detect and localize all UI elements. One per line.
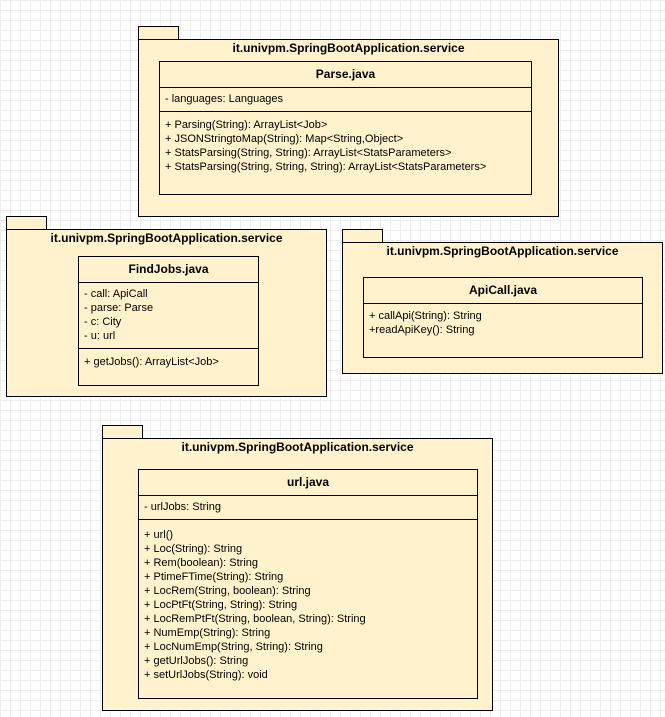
attribute: - u: url: [84, 330, 116, 342]
class-apicall[interactable]: ApiCall.java + callApi(String): String +…: [363, 277, 643, 358]
class-name: FindJobs.java: [79, 257, 258, 283]
operation: + LocPtFt(String, String): String: [144, 599, 298, 611]
class-parse[interactable]: Parse.java - languages: Languages + Pars…: [159, 61, 532, 195]
operation: + callApi(String): String: [369, 310, 482, 322]
operation: + NumEmp(String): String: [144, 627, 271, 639]
package-tab: [342, 229, 383, 242]
operation: + JSONStringtoMap(String): Map<String,Ob…: [165, 133, 404, 145]
class-name: Parse.java: [160, 62, 531, 88]
attribute: - languages: Languages: [165, 93, 284, 105]
operation: + StatsParsing(String, String, String): …: [165, 161, 487, 173]
attribute: - call: ApiCall: [84, 288, 148, 300]
package-title: it.univpm.SpringBootApplication.service: [386, 244, 619, 258]
package-parse[interactable]: it.univpm.SpringBootApplication.service …: [138, 26, 559, 217]
class-operations: + getJobs(): ArrayList<Job>: [79, 349, 258, 373]
operation: + Parsing(String): ArrayList<Job>: [165, 119, 328, 131]
package-tab: [6, 216, 47, 229]
operation: + LocRemPtFt(String, boolean, String): S…: [144, 613, 366, 625]
class-url[interactable]: url.java - urlJobs: String + url() + Loc…: [138, 469, 478, 699]
package-tab: [138, 26, 179, 39]
class-operations: + url() + Loc(String): String + Rem(bool…: [139, 520, 477, 686]
operation: + getJobs(): ArrayList<Job>: [84, 356, 219, 368]
package-url[interactable]: it.univpm.SpringBootApplication.service …: [102, 425, 493, 711]
class-operations: + Parsing(String): ArrayList<Job> + JSON…: [160, 112, 531, 178]
package-findjobs[interactable]: it.univpm.SpringBootApplication.service …: [6, 216, 327, 397]
operation: + Rem(boolean): String: [144, 557, 259, 569]
class-findjobs[interactable]: FindJobs.java - call: ApiCall - parse: P…: [78, 256, 259, 386]
operation: + url(): [144, 529, 174, 541]
package-title: it.univpm.SpringBootApplication.service: [232, 41, 465, 55]
class-attributes: - languages: Languages: [160, 88, 531, 112]
operation: +readApiKey(): String: [369, 324, 475, 336]
class-attributes: - urlJobs: String: [139, 496, 477, 520]
package-title: it.univpm.SpringBootApplication.service: [50, 231, 283, 245]
package-title: it.univpm.SpringBootApplication.service: [181, 440, 414, 454]
class-operations: + callApi(String): String +readApiKey():…: [364, 304, 642, 341]
class-name: url.java: [139, 470, 477, 496]
operation: + getUrlJobs(): String: [144, 655, 249, 667]
operation: + LocRem(String, boolean): String: [144, 585, 311, 597]
attribute: - urlJobs: String: [144, 501, 222, 513]
class-name: ApiCall.java: [364, 278, 642, 304]
class-attributes: - call: ApiCall - parse: Parse - c: City…: [79, 283, 258, 349]
operation: + StatsParsing(String, String): ArrayLis…: [165, 147, 452, 159]
operation: + setUrlJobs(String): void: [144, 669, 268, 681]
attribute: - parse: Parse: [84, 302, 154, 314]
attribute: - c: City: [84, 316, 122, 328]
package-apicall[interactable]: it.univpm.SpringBootApplication.service …: [342, 229, 663, 374]
operation: + Loc(String): String: [144, 543, 243, 555]
package-tab: [102, 425, 143, 438]
operation: + LocNumEmp(String, String): String: [144, 641, 323, 653]
operation: + PtimeFTime(String): String: [144, 571, 284, 583]
